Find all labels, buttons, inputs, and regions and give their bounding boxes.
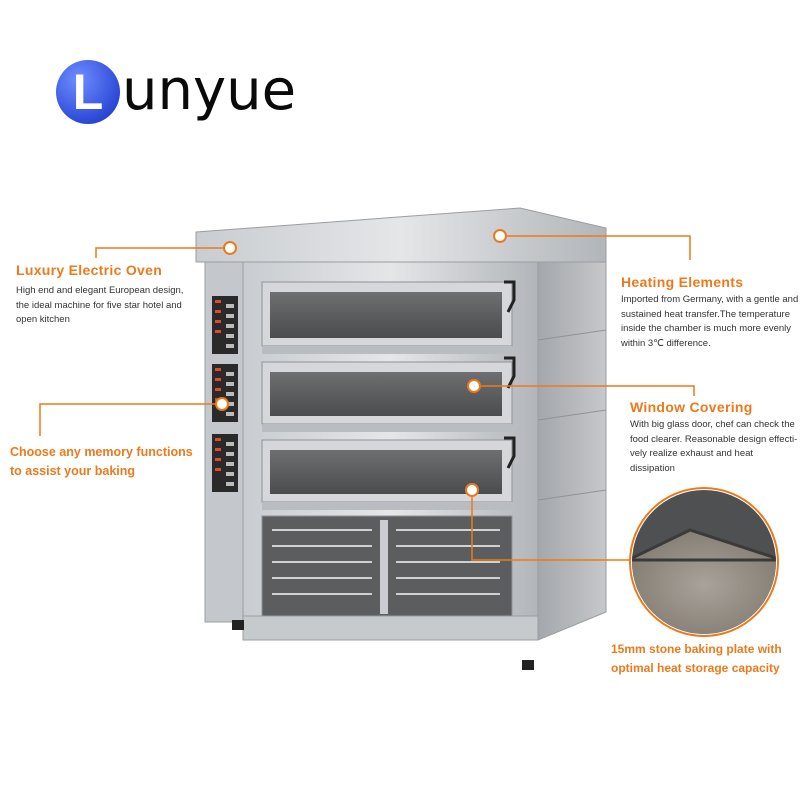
- heating-description: Imported from Germany, with a gentle and…: [621, 294, 799, 349]
- callout-lines: [39, 235, 695, 561]
- window-title: Window Covering: [630, 399, 753, 415]
- oven-side-panel: [537, 261, 607, 641]
- oven-title: Luxury Electric Oven: [16, 262, 163, 278]
- logo-letter: L: [72, 64, 104, 120]
- heating-title: Heating Elements: [621, 274, 744, 290]
- stone-plate-caption: 15mm stone baking plate with optimal hea…: [611, 642, 782, 675]
- deck-3: [261, 439, 513, 510]
- memory-functions-caption: Choose any memory functions to assist yo…: [10, 445, 193, 478]
- logo-badge: [56, 60, 120, 124]
- oven-description: High end and elegant European design, th…: [16, 285, 184, 325]
- oven-top-hood: [195, 207, 607, 263]
- deck-1: [261, 281, 513, 354]
- window-description: With big glass door, chef can check the …: [630, 419, 798, 474]
- logo-wordmark: unyue: [122, 58, 297, 123]
- deck-2: [261, 361, 513, 432]
- callout-dots: [215, 229, 507, 497]
